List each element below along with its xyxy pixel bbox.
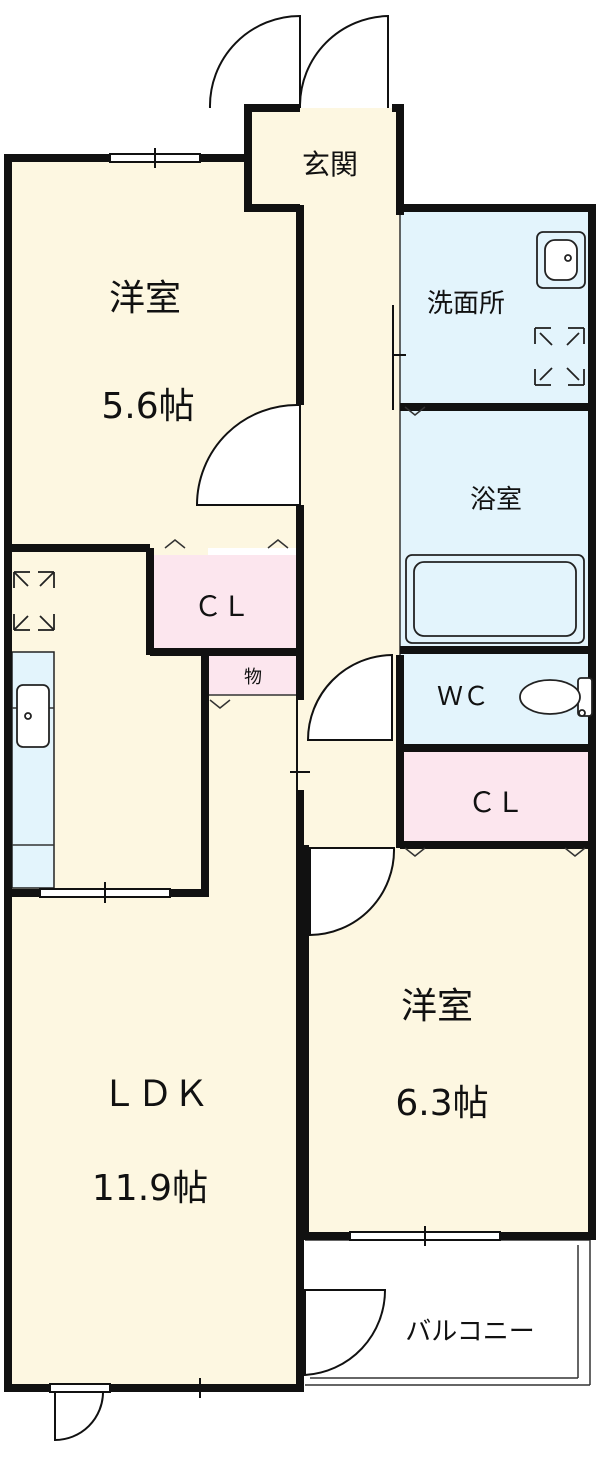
hallway-floor (300, 208, 400, 848)
ldk-size: 11.9帖 (92, 1168, 208, 1209)
washing-machine-icon (534, 327, 585, 386)
closet-1-name: ＣＬ (194, 590, 250, 623)
ldk-floor (8, 660, 300, 1390)
western-room-2-door (309, 847, 396, 937)
fixtures (13, 231, 593, 748)
storage-floor (208, 655, 298, 695)
fridge-icon (13, 571, 55, 631)
storage-name: 物 (244, 667, 262, 688)
room-fills (8, 108, 592, 1390)
wc-name: ＷＣ (437, 682, 489, 712)
closet-2-floor (400, 752, 592, 844)
doors (54, 14, 406, 1442)
ldk-name: ＬＤＫ (101, 1074, 209, 1115)
balcony-name: バルコニー (405, 1317, 534, 1347)
closet-markers (164, 406, 586, 857)
kitchen-sink-icon (16, 684, 50, 748)
entrance-name: 玄関 (302, 148, 358, 181)
ldk-side-door (54, 1391, 105, 1442)
entrance-door (208, 14, 301, 109)
walls (4, 104, 596, 1392)
washroom-name: 洗面所 (427, 289, 505, 319)
western-room-2-floor (400, 845, 592, 1235)
western-room-2-name: 洋室 (401, 986, 473, 1027)
western-room-1-size: 5.6帖 (101, 386, 194, 427)
toilet-icon (519, 677, 593, 717)
room-labels: 洋室 5.6帖 玄関 洗面所 浴室 ＷＣ ＣＬ 物 ＣＬ 洋室 6.3帖 ＬＤＫ… (92, 148, 535, 1347)
closet-1-floor (152, 555, 297, 650)
western-room-1-name: 洋室 (109, 278, 181, 319)
bathroom-name: 浴室 (470, 485, 522, 515)
balcony-door (304, 1289, 387, 1377)
hallway-door (306, 653, 393, 741)
closet-2-name: ＣＬ (468, 786, 524, 819)
western-room-1-door (195, 403, 301, 506)
western-room-2-size: 6.3帖 (395, 1083, 488, 1124)
